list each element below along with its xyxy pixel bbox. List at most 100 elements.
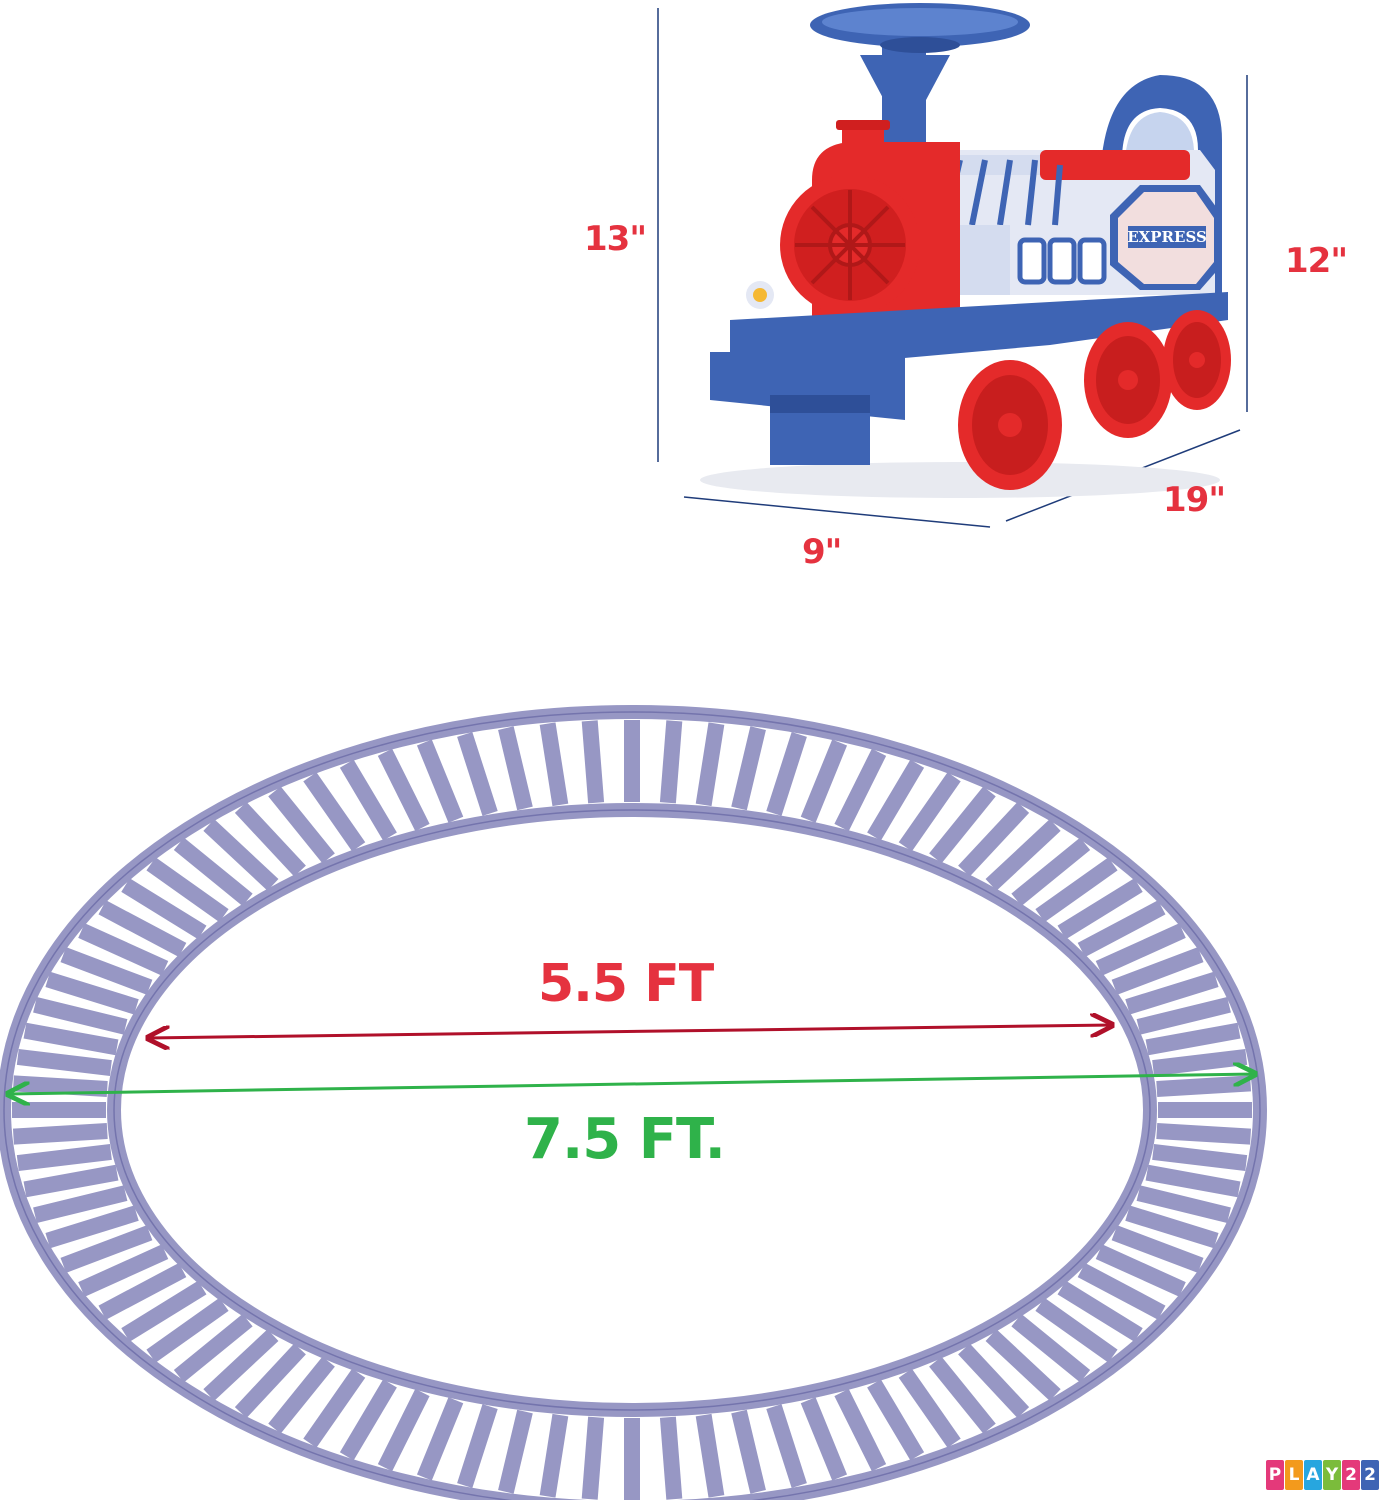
track-tie [203, 1329, 279, 1401]
track-tie [929, 1356, 996, 1434]
track-tie [1077, 900, 1166, 958]
track-tie [121, 1280, 207, 1342]
track-tie [929, 786, 996, 864]
track-tie [1156, 1075, 1252, 1097]
track-tie [1125, 1205, 1219, 1249]
track-tie [45, 971, 139, 1015]
track-tie [98, 1262, 187, 1320]
track-tie [1145, 1164, 1241, 1198]
track-tie [766, 732, 807, 816]
track-tie [268, 786, 335, 864]
track-tie [60, 1225, 153, 1273]
track-tie [60, 947, 153, 995]
circular-track [0, 705, 1267, 1504]
track-tie [1136, 1185, 1231, 1223]
track-tie [1125, 971, 1219, 1015]
track-tie [1095, 1244, 1186, 1297]
track-tie [867, 1379, 925, 1461]
track-tie [457, 1404, 498, 1488]
track-tie [695, 1413, 725, 1498]
track-tie [173, 837, 253, 906]
track-tie [1156, 1123, 1252, 1145]
logo-tile: 2 [1361, 1460, 1379, 1490]
track-tie [498, 1409, 533, 1494]
track-tie [834, 748, 887, 832]
outer-diameter-label: 7.5 FT. [524, 1107, 726, 1172]
track-tie [173, 1314, 253, 1383]
track-tie [581, 720, 605, 804]
track-tie [457, 732, 498, 816]
inner-diameter-label: 5.5 FT [538, 954, 714, 1014]
track-tie [731, 726, 766, 811]
track-tie [98, 900, 187, 958]
width-line [683, 496, 991, 528]
inner-diameter-arrow [148, 1025, 1112, 1038]
track-tie [377, 1388, 430, 1472]
track-tie [834, 1388, 887, 1472]
track-tie [731, 1409, 766, 1494]
outer-diameter-arrow [8, 1074, 1255, 1094]
train-width-label: 9" [802, 532, 842, 572]
track-tie [867, 759, 925, 841]
express-badge-text: EXPRESS [1127, 228, 1207, 246]
ride-on-train-illustration: EXPRESS [700, 3, 1231, 498]
track-tie [146, 1297, 229, 1363]
train-wheels [958, 310, 1231, 490]
track-tie [16, 1143, 112, 1172]
track-tie [898, 772, 961, 852]
track-tie [898, 1368, 961, 1448]
track-tie [1077, 1262, 1166, 1320]
track-tie [121, 878, 207, 940]
track-tie [1035, 857, 1118, 923]
track-tie [12, 1075, 108, 1097]
track-tie [78, 923, 169, 976]
track-tie [1136, 997, 1231, 1035]
track-tie [416, 739, 464, 823]
track-tie [1095, 923, 1186, 976]
track-tie [23, 1022, 119, 1056]
track-tie [268, 1356, 335, 1434]
track-tie [16, 1048, 112, 1077]
track-tie [377, 748, 430, 832]
track-tie [800, 1397, 848, 1481]
train-back-height-label: 12" [1285, 241, 1348, 281]
train-front-height-label: 13" [584, 219, 647, 259]
track-tie [581, 1416, 605, 1500]
track-tie [1035, 1297, 1118, 1363]
track-tie [800, 739, 848, 823]
track-tie [303, 772, 366, 852]
outer-rail [0, 705, 1267, 1504]
track-tie [234, 1343, 306, 1418]
track-tie [498, 726, 533, 811]
track-tie [659, 1416, 683, 1500]
track-tie [958, 1343, 1030, 1418]
track-tie [1152, 1143, 1248, 1172]
track-tie [958, 802, 1030, 877]
track-tie [1011, 1314, 1091, 1383]
track-tie [659, 720, 683, 804]
track-tie [1111, 947, 1204, 995]
logo-tile: A [1304, 1460, 1322, 1490]
train-length-label: 19" [1163, 480, 1226, 520]
logo-tile: 2 [1342, 1460, 1360, 1490]
track-tie [45, 1205, 139, 1249]
track-tie [303, 1368, 366, 1448]
track-tie [33, 1185, 128, 1223]
track-tie [1111, 1225, 1204, 1273]
track-tie [539, 722, 569, 807]
track-tie [234, 802, 306, 877]
logo-tile: P [1266, 1460, 1284, 1490]
track-tie [78, 1244, 169, 1297]
track-tie [985, 1329, 1061, 1401]
track-tie [1152, 1048, 1248, 1077]
track-tie [985, 819, 1061, 891]
track-tie [23, 1164, 119, 1198]
track-tie [1057, 1280, 1143, 1342]
logo-tile: L [1285, 1460, 1303, 1490]
track-tie [339, 759, 397, 841]
track-tie [339, 1379, 397, 1461]
track-tie [695, 722, 725, 807]
track-tie [1057, 878, 1143, 940]
